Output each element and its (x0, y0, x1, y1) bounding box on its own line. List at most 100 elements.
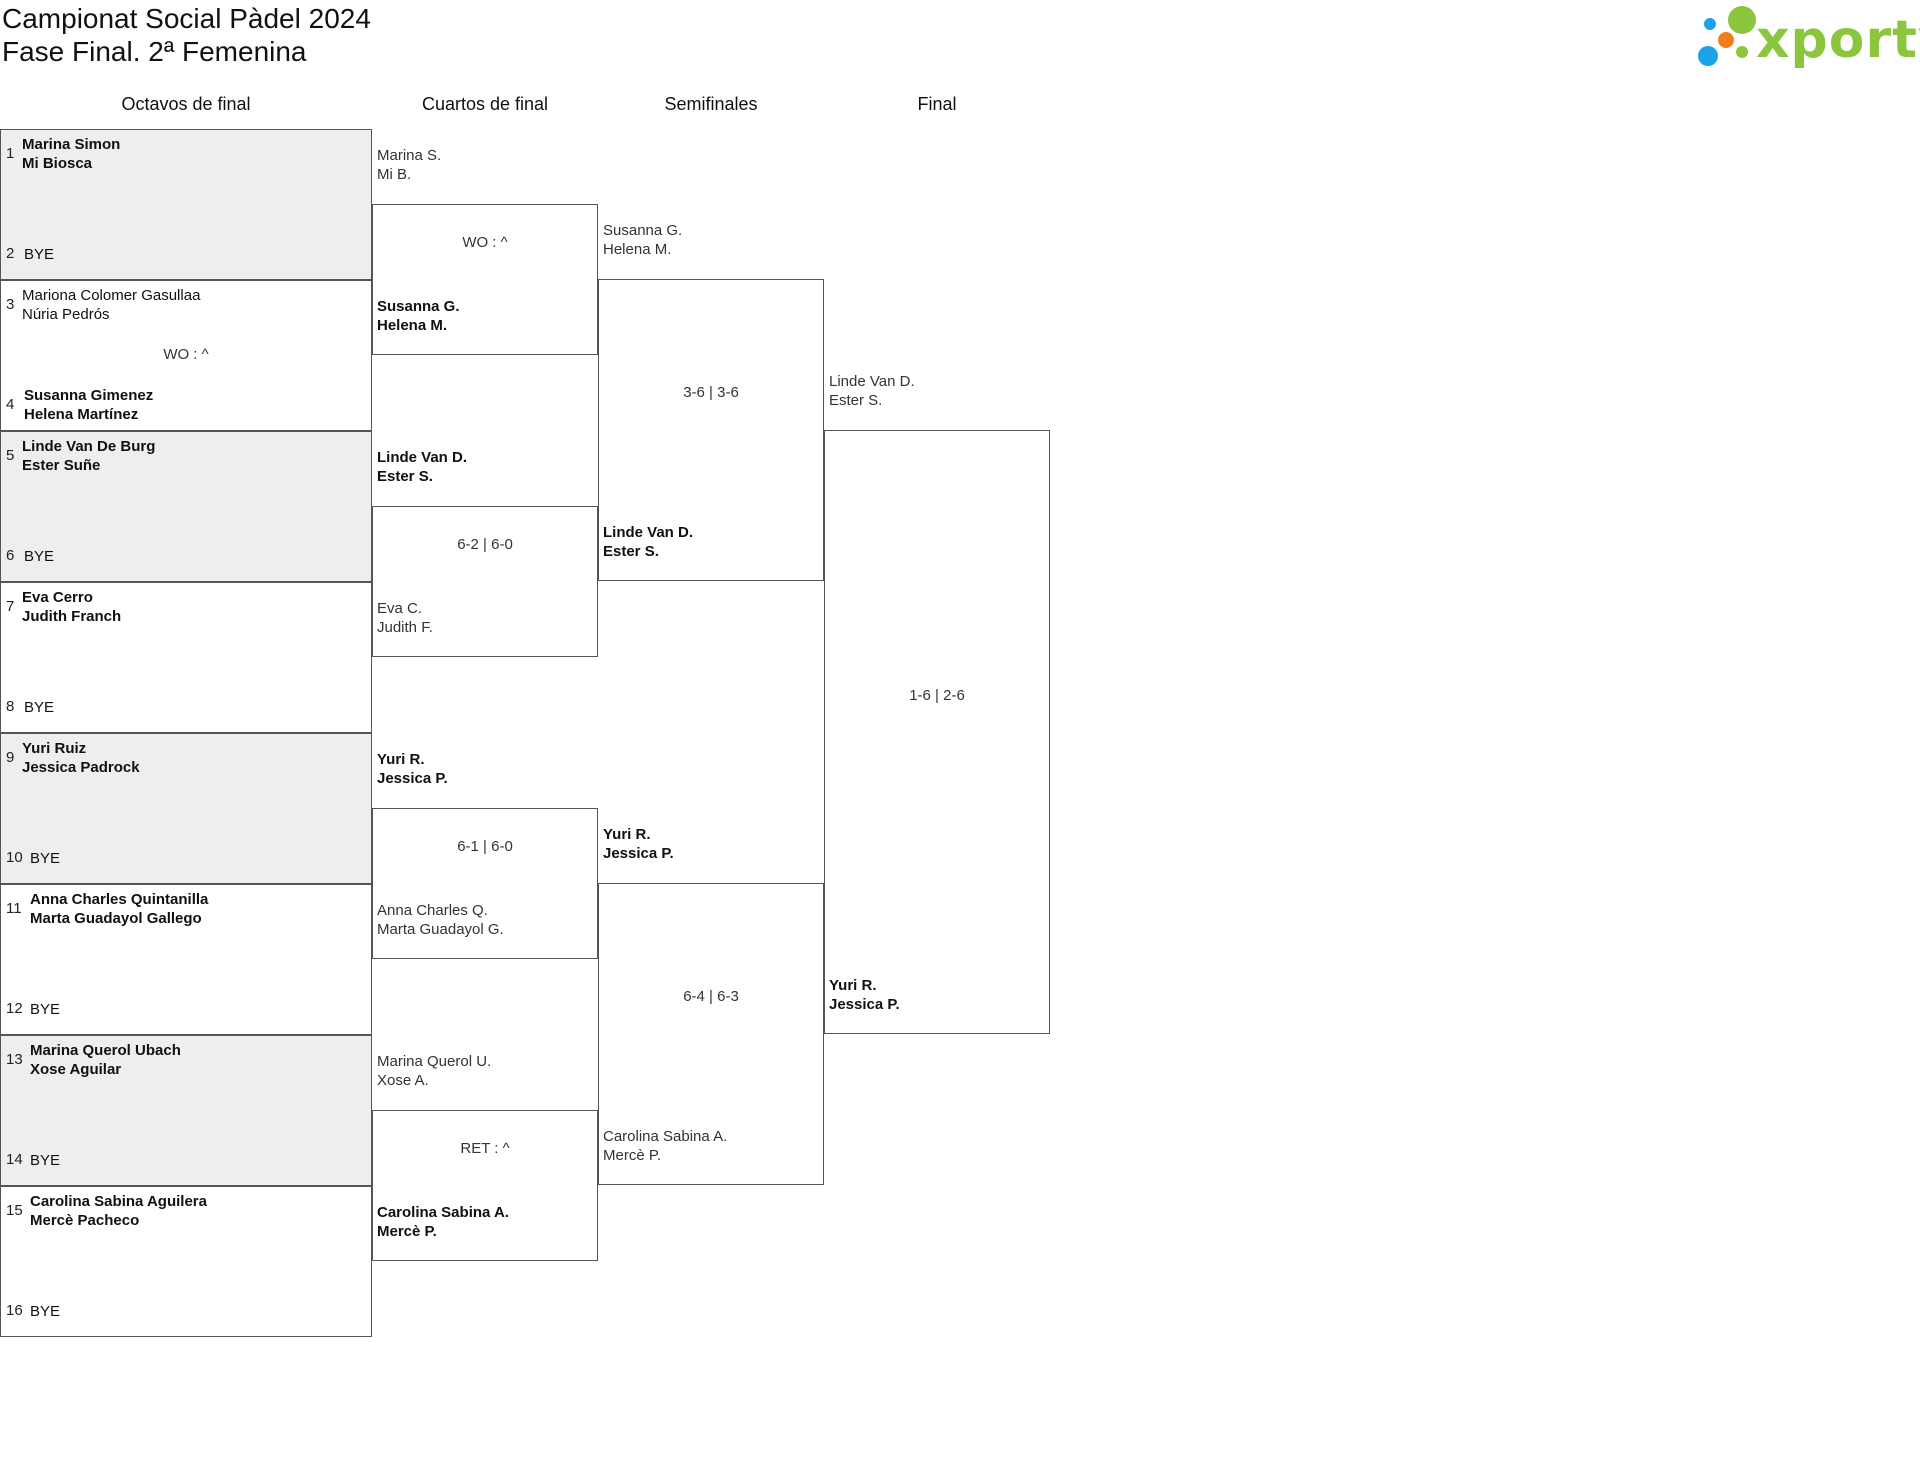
final-team-b-player-2: Jessica P. (829, 996, 900, 1013)
team-a-player-1: Eva Cerro (22, 589, 93, 606)
seed-number: 13 (6, 1051, 23, 1068)
logo-dot-blue-small-icon (1704, 18, 1716, 30)
team-a-player-2: Judith Franch (22, 608, 122, 625)
bye-label: BYE (30, 1001, 61, 1018)
seed-number: 6 (6, 547, 15, 564)
qf-match-score: 6-1 | 6-0 (457, 838, 513, 855)
final-team-b-player-1: Yuri R. (829, 977, 877, 994)
seed-number: 12 (6, 1000, 23, 1017)
r16-match-box (0, 582, 372, 733)
seed-number: 4 (6, 396, 15, 413)
sf-team-a-player-1: Yuri R. (603, 826, 651, 843)
qf-team-a-player-1: Linde Van D. (377, 449, 468, 466)
qf-match-box (372, 808, 598, 959)
qf-team-b-player-2: Marta Guadayol G. (377, 921, 504, 938)
team-a-player-1: Marina Simon (22, 136, 121, 153)
match-score: WO : ^ (163, 346, 209, 363)
logo-dot-orange-icon (1718, 32, 1734, 48)
seed-number: 16 (6, 1302, 23, 1319)
seed-number: 11 (6, 900, 22, 917)
sf-match-box (598, 883, 824, 1185)
team-a-player-1: Marina Querol Ubach (30, 1042, 181, 1059)
round-header-final: Final (917, 94, 957, 114)
qf-match-box (372, 506, 598, 657)
round-header-r16: Octavos de final (121, 94, 251, 114)
qf-team-a-player-2: Jessica P. (377, 770, 448, 787)
qf-team-a-player-2: Mi B. (377, 166, 412, 183)
round-header-sf: Semifinales (664, 94, 758, 114)
title-line-2: Fase Final. 2ª Femenina (2, 36, 307, 67)
team-a-player-1: Anna Charles Quintanilla (30, 891, 209, 908)
team-a-player-2: Xose Aguilar (30, 1061, 122, 1078)
qf-team-a-player-1: Yuri R. (377, 751, 425, 768)
qf-team-a-player-2: Ester S. (377, 468, 433, 485)
sf-match-score: 6-4 | 6-3 (683, 988, 739, 1005)
qf-match-score: RET : ^ (460, 1140, 510, 1157)
bye-label: BYE (24, 699, 55, 716)
team-b-player-1: Susanna Gimenez (24, 387, 154, 404)
sf-team-b-player-2: Mercè P. (603, 1147, 662, 1164)
round-header-qf: Cuartos de final (421, 94, 549, 114)
sf-team-b-player-1: Linde Van D. (603, 524, 694, 541)
qf-match-box (372, 1110, 598, 1261)
logo-text: xporty (1756, 10, 1920, 70)
qf-match-score: WO : ^ (462, 234, 508, 251)
sf-match-score: 3-6 | 3-6 (683, 384, 739, 401)
qf-team-b-player-2: Judith F. (377, 619, 433, 636)
qf-team-a-player-2: Xose A. (377, 1072, 429, 1089)
final-match-score: 1-6 | 2-6 (909, 687, 965, 704)
qf-match-score: 6-2 | 6-0 (457, 536, 513, 553)
r16-match-box (0, 1186, 372, 1337)
sf-team-a-player-2: Helena M. (603, 241, 672, 258)
qf-team-a-player-1: Marina S. (377, 147, 442, 164)
logo-dot-green-icon (1728, 6, 1756, 34)
team-a-player-1: Carolina Sabina Aguilera (30, 1193, 207, 1210)
bye-label: BYE (30, 1303, 61, 1320)
seed-number: 14 (6, 1151, 23, 1168)
bye-label: BYE (30, 850, 61, 867)
team-a-player-1: Mariona Colomer Gasullaa (22, 287, 201, 304)
bye-label: BYE (24, 246, 55, 263)
qf-team-b-player-1: Eva C. (377, 600, 423, 617)
team-a-player-2: Ester Suñe (22, 457, 101, 474)
team-a-player-1: Yuri Ruiz (22, 740, 87, 757)
bye-label: BYE (30, 1152, 61, 1169)
r16-match-box (0, 733, 372, 884)
sf-team-a-player-1: Susanna G. (603, 222, 683, 239)
page-title: Campionat Social Pàdel 2024 Fase Final. … (2, 2, 371, 68)
team-a-player-2: Mercè Pacheco (30, 1212, 140, 1229)
qf-team-b-player-1: Carolina Sabina A. (377, 1204, 509, 1221)
qf-team-b-player-2: Mercè P. (377, 1223, 437, 1240)
r16-match-box (0, 280, 372, 431)
r16-match-box (0, 884, 372, 1035)
team-a-player-2: Núria Pedrós (22, 306, 110, 323)
team-a-player-2: Jessica Padrock (22, 759, 140, 776)
team-a-player-1: Linde Van De Burg (22, 438, 156, 455)
title-line-1: Campionat Social Pàdel 2024 (2, 3, 371, 34)
team-a-player-2: Mi Biosca (22, 155, 93, 172)
xporty-logo: xporty (1696, 4, 1920, 70)
seed-number: 5 (6, 447, 15, 464)
seed-number: 10 (6, 849, 23, 866)
r16-match-box (0, 431, 372, 582)
logo-dot-green-small-icon (1736, 46, 1748, 58)
sf-team-a-player-2: Jessica P. (603, 845, 674, 862)
sf-team-b-player-1: Carolina Sabina A. (603, 1128, 728, 1145)
team-a-player-2: Marta Guadayol Gallego (30, 910, 202, 927)
qf-team-b-player-1: Anna Charles Q. (377, 902, 488, 919)
seed-number: 3 (6, 296, 15, 313)
final-team-a-player-1: Linde Van D. (829, 373, 915, 390)
team-b-player-2: Helena Martínez (24, 406, 139, 423)
r16-match-box (0, 129, 372, 280)
qf-match-box (372, 204, 598, 355)
bye-label: BYE (24, 548, 55, 565)
seed-number: 15 (6, 1202, 23, 1219)
seed-number: 7 (6, 598, 15, 615)
sf-match-box (598, 279, 824, 581)
seed-number: 9 (6, 749, 15, 766)
seed-number: 1 (6, 145, 15, 162)
qf-team-b-player-1: Susanna G. (377, 298, 460, 315)
seed-number: 8 (6, 698, 15, 715)
qf-team-b-player-2: Helena M. (377, 317, 448, 334)
logo-dot-blue-icon (1698, 46, 1718, 66)
